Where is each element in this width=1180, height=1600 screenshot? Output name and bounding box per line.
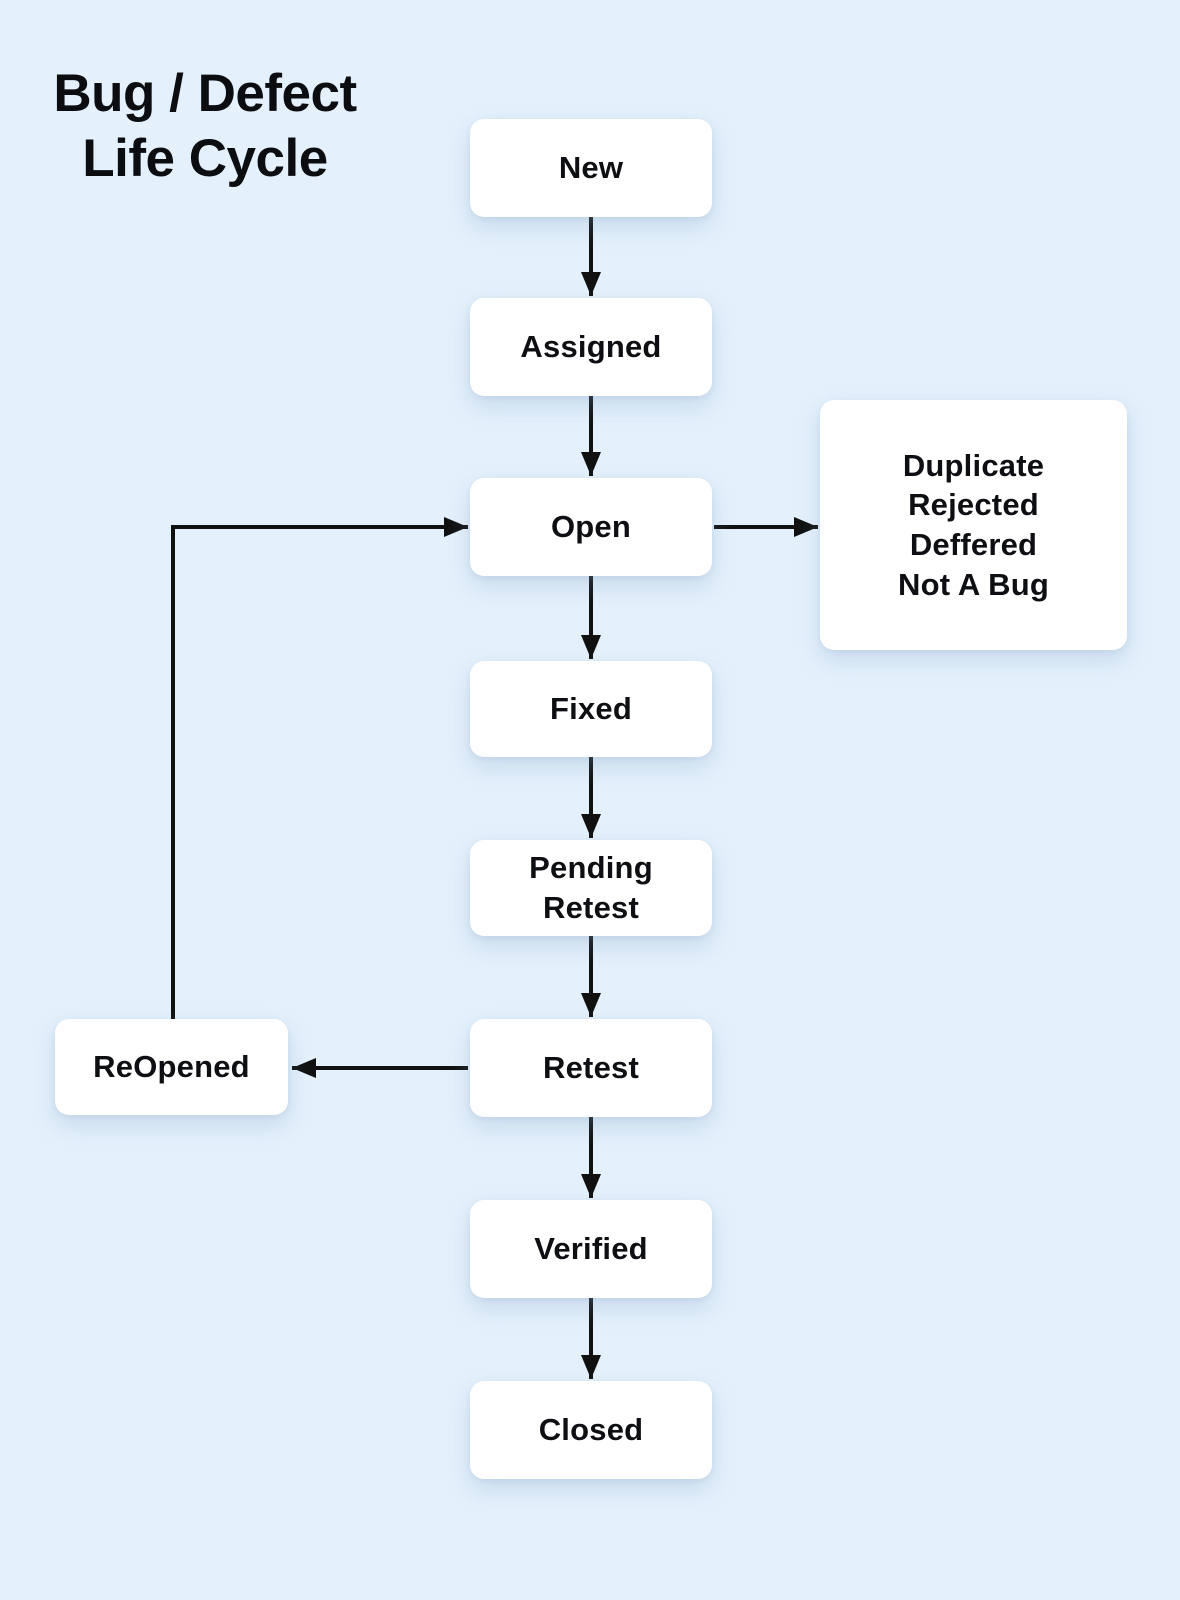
- node-verified: Verified: [470, 1200, 712, 1298]
- node-open-label: Open: [550, 509, 632, 545]
- node-terminal-label-duplicate: Duplicate: [902, 447, 1045, 483]
- node-terminal-states: Duplicate Rejected Deffered Not A Bug: [820, 400, 1127, 650]
- node-new: New: [470, 119, 712, 217]
- node-reopened-label: ReOpened: [93, 1049, 250, 1085]
- diagram-title: Bug / Defect Life Cycle: [38, 62, 372, 191]
- diagram-title-line1: Bug / Defect: [53, 64, 357, 123]
- node-fixed-label: Fixed: [550, 691, 632, 727]
- node-pending-retest-label-line2: Retest: [543, 890, 639, 925]
- node-terminal-label-deffered: Deffered: [909, 527, 1038, 562]
- node-terminal-label-not-a-bug: Not A Bug: [897, 566, 1050, 602]
- node-pending-retest-label-line1: Pending: [529, 850, 653, 886]
- node-assigned-label: Assigned: [520, 329, 662, 365]
- diagram-title-line2: Life Cycle: [82, 128, 328, 188]
- node-closed: Closed: [470, 1381, 712, 1479]
- node-retest: Retest: [470, 1019, 712, 1117]
- edge-reopened-open-loop: [171, 517, 468, 1019]
- node-pending-retest: Pending Retest: [470, 840, 712, 936]
- node-open: Open: [470, 478, 712, 576]
- node-retest-label: Retest: [543, 1050, 639, 1086]
- node-reopened: ReOpened: [55, 1019, 288, 1115]
- node-assigned: Assigned: [470, 298, 712, 396]
- node-fixed: Fixed: [470, 661, 712, 757]
- node-terminal-label-rejected: Rejected: [908, 487, 1039, 523]
- node-verified-label: Verified: [534, 1231, 648, 1267]
- node-new-label: New: [558, 150, 624, 186]
- node-closed-label: Closed: [538, 1412, 644, 1448]
